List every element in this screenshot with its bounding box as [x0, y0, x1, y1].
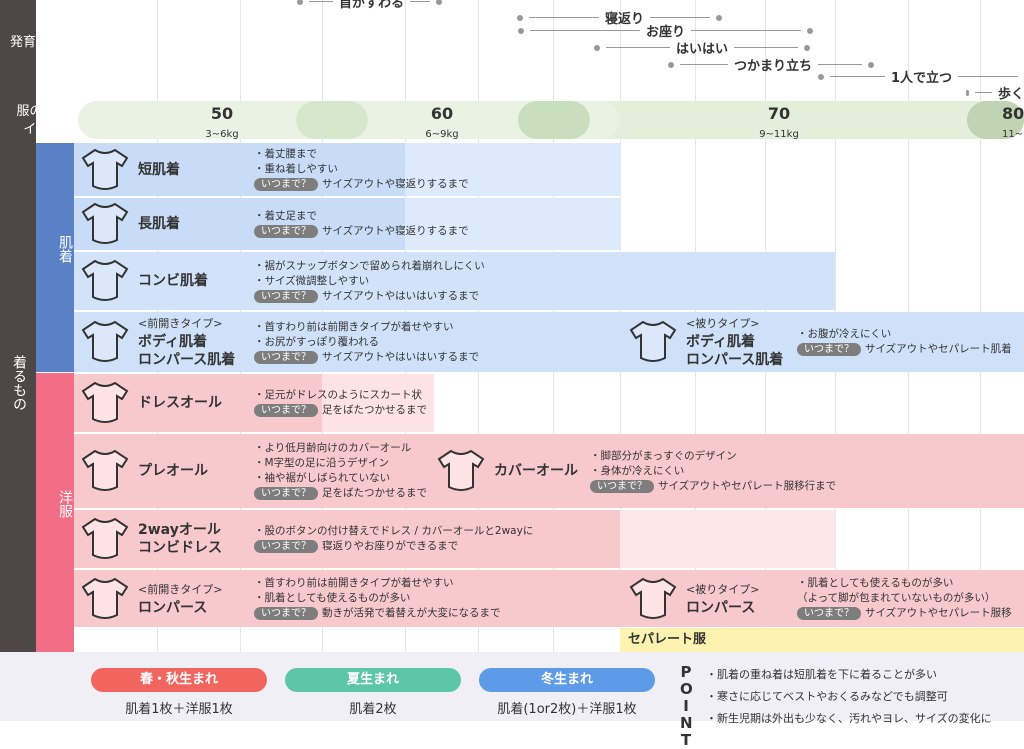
garment-name: 短肌着 — [138, 161, 180, 178]
clothing-row: カバーオール・脚部分がまっすぐのデザイン・身体が冷えにくいいつまで？サイズアウト… — [430, 434, 836, 508]
until-badge: いつまで？ — [797, 343, 861, 356]
garment-icon — [434, 447, 488, 495]
garment-name: ドレスオール — [138, 395, 222, 411]
garment-description: ・首すわり前は前開きタイプが着せやすい・お尻がすっぽり覆われるいつまで？サイズア… — [254, 320, 480, 364]
garment-icon — [78, 379, 132, 427]
clothing-row: 短肌着 ・着丈腰まで・重ね着しやすいいつまで？サイズアウトや寝返りするまで — [74, 143, 469, 196]
garment-description: ・脚部分がまっすぐのデザイン・身体が冷えにくいいつまで？サイズアウトやセパレート… — [590, 449, 837, 493]
clothing-row: <被りタイプ>ボディ肌着ロンパース肌着・お腹が冷えにくいいつまで？サイズアウトや… — [622, 312, 1012, 372]
points-list: ・肌着の重ね着は短肌着を下に着ることが多い ・寒さに応じてベストやおくるみなどで… — [706, 664, 992, 730]
garment-name: 長肌着 — [138, 216, 180, 232]
size-overlap — [967, 101, 1024, 139]
clothing-row: コンビ肌着 ・裾がスナップボタンで留められ着崩れしにくい・サイズ微調整しやすいいつ… — [74, 252, 485, 310]
garment-icon — [78, 575, 132, 623]
clothing-row: <被りタイプ>ロンパース ・肌着としても使えるものが多い（よって脚が包まれていない… — [622, 570, 1012, 627]
season-combo: 肌着1枚＋洋服1枚 — [125, 702, 233, 717]
until-badge: いつまで？ — [254, 289, 318, 303]
garment-description: ・より低月齢向けのカバーオール・M字型の足に沿うデザイン・袖や裾がしばられていな… — [254, 442, 427, 500]
wear-label: 着るもの — [11, 355, 27, 411]
until-badge: いつまで？ — [254, 225, 318, 238]
clothing-row: ドレスオール ・足元がドレスのようにスカート状いつまで？足をばたつかせるまで — [74, 374, 427, 432]
garment-name: カバーオール — [494, 463, 578, 479]
size-label: 服のサイズ — [16, 104, 56, 137]
milestone-crawl: はいはい — [594, 38, 811, 57]
clothing-row: 長肌着 ・着丈足までいつまで？サイズアウトや寝返りするまで — [74, 198, 469, 250]
milestone-pullup: つかまり立ち — [668, 55, 875, 74]
point-item: ・寒さに応じてベストやおくるみなどでも調整可 — [706, 690, 948, 703]
garment-name: <被りタイプ>ボディ肌着ロンパース肌着 — [686, 317, 784, 368]
clothing-row: プレオール ・より低月齢向けのカバーオール・M字型の足に沿うデザイン・袖や裾がしば… — [74, 434, 427, 508]
until-badge: いつまで？ — [254, 607, 318, 620]
garment-description: ・肌着としても使えるものが多い（よって脚が包まれていないものが多い）いつまで？サ… — [797, 577, 1012, 620]
garment-icon — [78, 447, 132, 495]
until-badge: いつまで？ — [254, 350, 318, 364]
garment-description: ・首すわり前は前開きタイプが着せやすい・肌着としても使えるものが多いいつまで？動… — [254, 577, 501, 620]
season-badge: 春・秋生まれ — [91, 668, 267, 692]
garment-name: <被りタイプ>ロンパース — [686, 582, 760, 616]
point-item: ・新生児期は外出も少なく、汚れやヨレ、サイズの変化に — [706, 712, 992, 725]
until-badge: いつまで？ — [254, 540, 318, 553]
garment-name: <前開きタイプ>ボディ肌着ロンパース肌着 — [138, 317, 236, 368]
size-overlap — [518, 101, 590, 139]
milestone-sit: お座り — [518, 21, 814, 40]
garment-icon — [78, 515, 132, 563]
garment-description: ・裾がスナップボタンで留められ着崩れしにくい・サイズ微調整しやすいいつまで？サイ… — [254, 259, 485, 303]
milestone-walk: 歩く — [966, 83, 1024, 102]
separate-clothes-bar: セパレート服 — [620, 628, 1024, 652]
garment-description: ・股のボタンの付け替えでドレス / カバーオールと2wayにいつまで？寝返りやお… — [254, 525, 534, 553]
garment-description: ・お腹が冷えにくいいつまで？サイズアウトやセパレート肌着 — [797, 328, 1012, 356]
until-badge: いつまで？ — [254, 404, 318, 417]
season-combo: 肌着(1or2枚)＋洋服1枚 — [497, 702, 637, 717]
season-badge: 夏生まれ — [285, 668, 461, 692]
until-badge: いつまで？ — [254, 487, 318, 500]
clothes-category — [36, 373, 74, 652]
point-heading: POINT — [680, 663, 693, 749]
underwear-label: 肌着 — [57, 235, 73, 263]
garment-name: 2wayオールコンビドレス — [138, 522, 222, 556]
clothing-row: 2wayオールコンビドレス ・股のボタンの付け替えでドレス / カバーオールと2w… — [74, 510, 533, 568]
garment-description: ・着丈腰まで・重ね着しやすいいつまで？サイズアウトや寝返りするまで — [254, 148, 469, 191]
season-combo: 肌着2枚 — [349, 702, 397, 717]
garment-icon — [78, 146, 132, 194]
size-overlap — [296, 101, 368, 139]
until-badge: いつまで？ — [797, 607, 861, 620]
milestone-neck: 首がすわる — [297, 0, 443, 11]
until-badge: いつまで？ — [254, 178, 318, 191]
left-label-column — [0, 0, 36, 652]
milestone-stand: 1人で立つ — [818, 67, 1019, 86]
size-band-highlight — [78, 101, 620, 139]
garment-name: プレオール — [138, 463, 208, 479]
milestone-roll: 寝返り — [517, 8, 723, 27]
clothing-row: <前開きタイプ>ロンパース・首すわり前は前開きタイプが着せやすい・肌着としても使… — [74, 570, 501, 627]
garment-description: ・着丈足までいつまで？サイズアウトや寝返りするまで — [254, 210, 469, 238]
underwear-category — [36, 143, 74, 372]
garment-icon — [626, 575, 680, 623]
garment-name: コンビ肌着 — [138, 273, 208, 289]
clothes-label: 洋服 — [57, 490, 73, 518]
season-badge: 冬生まれ — [479, 668, 655, 692]
garment-icon — [626, 318, 680, 366]
milestones-label: 発育目安 — [9, 35, 62, 50]
garment-description: ・足元がドレスのようにスカート状いつまで？足をばたつかせるまで — [254, 389, 427, 417]
until-badge: いつまで？ — [590, 479, 654, 493]
garment-icon — [78, 200, 132, 248]
garment-icon — [78, 318, 132, 366]
garment-name: <前開きタイプ>ロンパース — [138, 582, 223, 616]
garment-icon — [78, 257, 132, 305]
clothing-row: <前開きタイプ>ボディ肌着ロンパース肌着・首すわり前は前開きタイプが着せやすい・… — [74, 312, 479, 372]
point-item: ・肌着の重ね着は短肌着を下に着ることが多い — [706, 668, 937, 681]
